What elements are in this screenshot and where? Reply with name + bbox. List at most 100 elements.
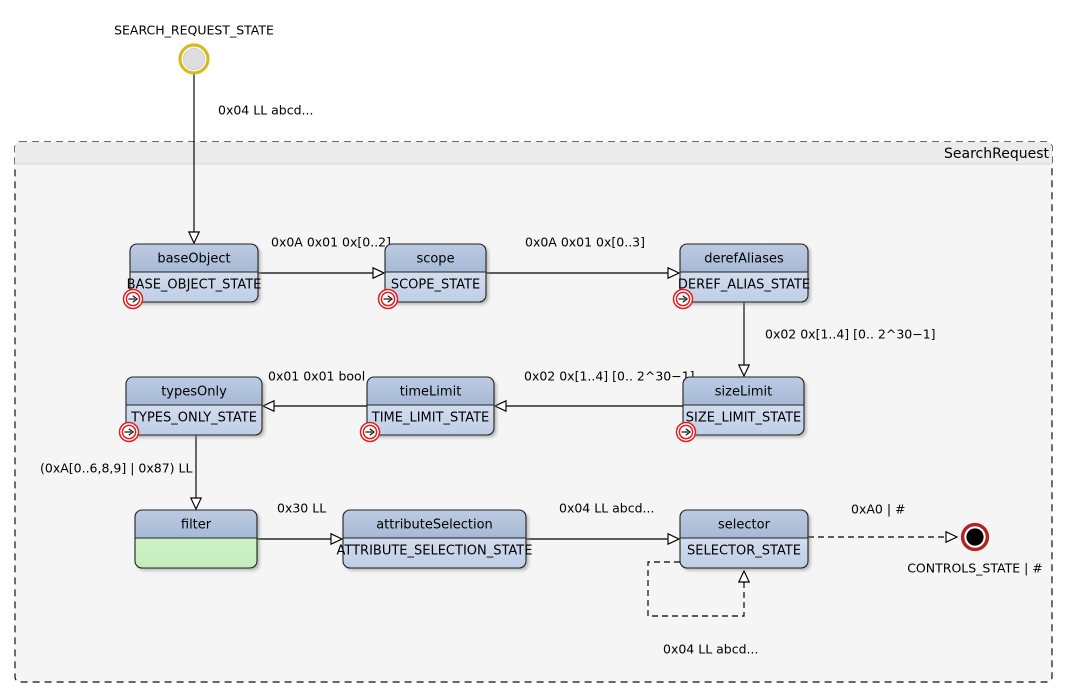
state-border: [129, 243, 259, 303]
transition-arrowhead: [667, 266, 681, 280]
initial-state-caption: SEARCH_REQUEST_STATE: [114, 23, 274, 38]
entry-icon-arrow-glyph: [678, 295, 688, 303]
entry-icon-inner-ring: [380, 291, 396, 307]
entry-point-icon[interactable]: [675, 421, 697, 443]
state-body-band: [683, 405, 804, 435]
transition-filter-to-attributeSelection[interactable]: [257, 532, 344, 546]
initial-state-node[interactable]: SEARCH_REQUEST_STATE: [114, 23, 274, 75]
transition-arrowhead: [945, 530, 959, 544]
transition-labels-layer: 0x04 LL abcd... 0x0A 0x01 0x[0..2] 0x0A 0x…: [40, 103, 936, 657]
transition-timeLimit-to-typesOnly[interactable]: [261, 399, 367, 413]
entry-point-icon[interactable]: [118, 421, 140, 443]
state-title-label: sizeLimit: [715, 385, 772, 400]
state-body-label: TYPES_ONLY_STATE: [130, 411, 257, 426]
transition-arrowhead: [737, 569, 751, 583]
state-border: [679, 243, 809, 303]
entry-icon-arrow-glyph: [124, 428, 134, 436]
state-title-band: [385, 244, 486, 272]
state-title-band: [680, 244, 808, 272]
state-title-band: [343, 510, 526, 538]
state-body-label: SIZE_LIMIT_STATE: [686, 411, 802, 426]
state-border: [366, 376, 495, 436]
state-border: [125, 376, 263, 436]
state-filter[interactable]: filter: [134, 509, 258, 569]
state-title-label: derefAliases: [704, 252, 784, 267]
transition-label: 0x0A 0x01 0x[0..2]: [271, 235, 391, 250]
state-body-label: TIME_LIMIT_STATE: [371, 411, 490, 426]
state-title-label: selector: [718, 518, 771, 533]
entry-icon-arrow-glyph: [365, 428, 375, 436]
entry-point-icon[interactable]: [122, 288, 144, 310]
transition-label: (0xA[0..6,8,9] | 0x87) LL: [40, 461, 192, 476]
state-body-band: [680, 538, 808, 568]
transition-start-to-baseObject[interactable]: [187, 74, 201, 245]
entry-icon-inner-ring: [675, 291, 691, 307]
entry-point-icon[interactable]: [377, 288, 399, 310]
state-body-label: SCOPE_STATE: [391, 278, 480, 293]
state-body-label: BASE_OBJECT_STATE: [127, 278, 262, 293]
entry-icon-arrow-glyph: [681, 428, 691, 436]
transition-selector-to-end[interactable]: [808, 530, 959, 544]
transition-selector-self-loop[interactable]: [647, 561, 751, 617]
state-body-band: [126, 405, 262, 435]
transition-arrowhead: [493, 399, 507, 413]
entry-icon-arrow-glyph: [128, 295, 138, 303]
entry-icon-inner-ring: [678, 424, 694, 440]
state-title-band: [683, 377, 804, 405]
state-attributeSelection[interactable]: attributeSelectionATTRIBUTE_SELECTION_ST…: [337, 509, 533, 569]
state-body-label: SELECTOR_STATE: [687, 544, 801, 559]
entry-icon-inner-ring: [362, 424, 378, 440]
state-border: [134, 509, 258, 569]
state-body-band: [367, 405, 494, 435]
transition-label: 0x02 0x[1..4] [0.. 2^30−1]: [765, 327, 936, 342]
transition-label: 0x04 LL abcd...: [218, 103, 313, 118]
state-body-band: [343, 538, 526, 568]
state-border: [679, 509, 809, 569]
transition-label: 0x01 0x01 bool: [268, 369, 365, 384]
entry-icon-inner-ring: [121, 424, 137, 440]
state-title-band: [126, 377, 262, 405]
transition-label: 0x0A 0x01 0x[0..3]: [525, 235, 645, 250]
state-body-band: [135, 538, 257, 568]
transition-label: 0x04 LL abcd...: [663, 642, 758, 657]
transition-arrowhead: [261, 399, 275, 413]
transition-arrowhead: [189, 497, 203, 511]
entry-point-icon[interactable]: [359, 421, 381, 443]
composite-state-title: SearchRequest: [944, 146, 1049, 162]
state-title-label: timeLimit: [400, 385, 462, 400]
state-title-label: baseObject: [157, 252, 230, 267]
transition-typesOnly-to-filter[interactable]: [189, 435, 203, 511]
entry-point-icon[interactable]: [672, 288, 694, 310]
transition-sizeLimit-to-timeLimit[interactable]: [493, 399, 683, 413]
transition-baseObject-to-scope[interactable]: [258, 266, 386, 280]
transition-label: 0xA0 | #: [851, 502, 906, 517]
entry-icon-arrow-glyph: [383, 295, 393, 303]
transition-derefAliases-to-sizeLimit[interactable]: [737, 302, 751, 378]
state-body-band: [385, 272, 486, 302]
state-title-label: attributeSelection: [376, 518, 493, 533]
transition-attributeSelection-to-selector[interactable]: [526, 532, 681, 546]
state-title-band: [130, 244, 258, 272]
state-border: [342, 509, 527, 569]
initial-state-ring: [178, 43, 210, 75]
transition-scope-to-derefAliases[interactable]: [486, 266, 681, 280]
state-title-label: scope: [416, 252, 454, 267]
composite-state-header-band: [15, 142, 1052, 164]
state-title-label: typesOnly: [161, 385, 227, 400]
entry-icon-inner-ring: [125, 291, 141, 307]
final-state-node[interactable]: CONTROLS_STATE | #: [907, 522, 1043, 576]
transition-arrowhead: [330, 532, 344, 546]
state-border: [384, 243, 487, 303]
transition-label: 0x04 LL abcd...: [559, 501, 654, 516]
state-body-label: DEREF_ALIAS_STATE: [678, 278, 810, 293]
